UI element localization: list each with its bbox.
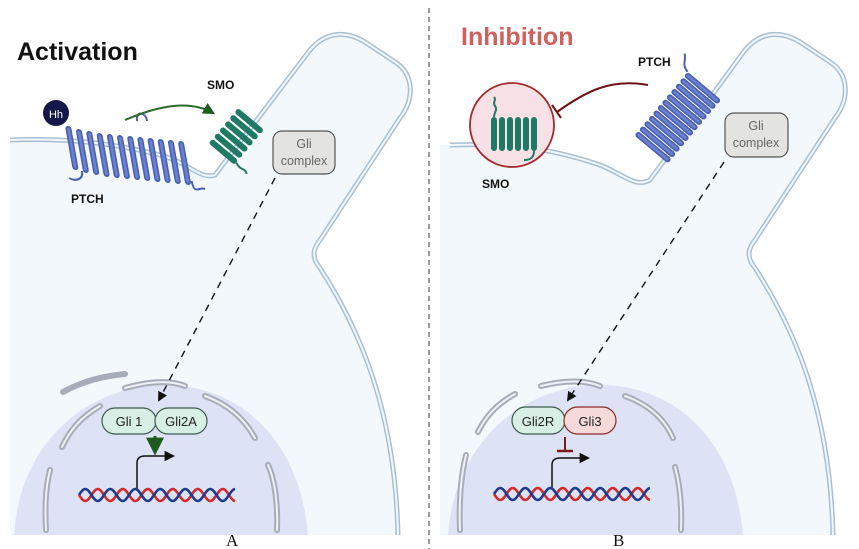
ptch-label-b: PTCH <box>638 55 671 69</box>
activation-arrow-ptch-smo <box>124 103 216 121</box>
panel-title-inhibition: Inhibition <box>461 23 573 51</box>
ptch-receptor-b <box>634 53 722 164</box>
gli2r-factor: Gli2R <box>511 406 566 435</box>
svg-text:Gli: Gli <box>748 119 763 133</box>
dna-strand-blue <box>77 487 236 503</box>
panel-b: Inhibition SMO PTCH <box>440 23 848 536</box>
ptch-label-a: PTCH <box>71 192 104 206</box>
gli1-factor: Gli 1 <box>101 407 157 435</box>
gli-complex-box-a: Gli complex <box>272 130 336 175</box>
dna-strand-red <box>492 486 651 502</box>
translocation-arrow-a <box>158 177 276 402</box>
hedgehog-ligand-label: Hh <box>49 109 63 121</box>
inhibition-bar-icon <box>551 104 562 119</box>
hedgehog-ligand-icon <box>43 100 69 126</box>
smo-label-a: SMO <box>207 78 234 92</box>
inhibition-line-ptch-smo <box>556 82 649 113</box>
gli2a-factor: Gli2A <box>154 407 208 435</box>
svg-text:Gli 1: Gli 1 <box>116 414 143 429</box>
transcription-start-arrow-b <box>551 452 591 488</box>
panel-label-a: A <box>226 531 239 549</box>
svg-text:complex: complex <box>281 154 328 168</box>
panel-title-activation: Activation <box>17 38 138 66</box>
gli-complex-box-b: Gli complex <box>724 112 789 158</box>
svg-text:complex: complex <box>733 136 780 150</box>
svg-text:Gli2R: Gli2R <box>522 414 555 429</box>
gli3-factor: Gli3 <box>563 406 617 435</box>
svg-text:Gli3: Gli3 <box>578 414 601 429</box>
smo-label-b: SMO <box>482 177 509 191</box>
svg-text:Gli2A: Gli2A <box>165 414 197 429</box>
dna-helix-b <box>492 486 651 502</box>
dna-strand-blue <box>492 486 651 502</box>
panel-a: Activation Hh PTCH SMO <box>9 31 413 536</box>
translocation-arrow-b <box>566 161 725 402</box>
svg-text:Gli: Gli <box>296 137 311 151</box>
dna-strand-red <box>77 487 236 503</box>
smo-receptor-a <box>208 107 265 175</box>
smo-receptor-b <box>491 96 537 161</box>
transcription-start-arrow-a <box>136 450 176 490</box>
nucleus-a <box>14 385 308 535</box>
panel-label-b: B <box>613 531 624 549</box>
dna-helix-a <box>77 487 236 503</box>
